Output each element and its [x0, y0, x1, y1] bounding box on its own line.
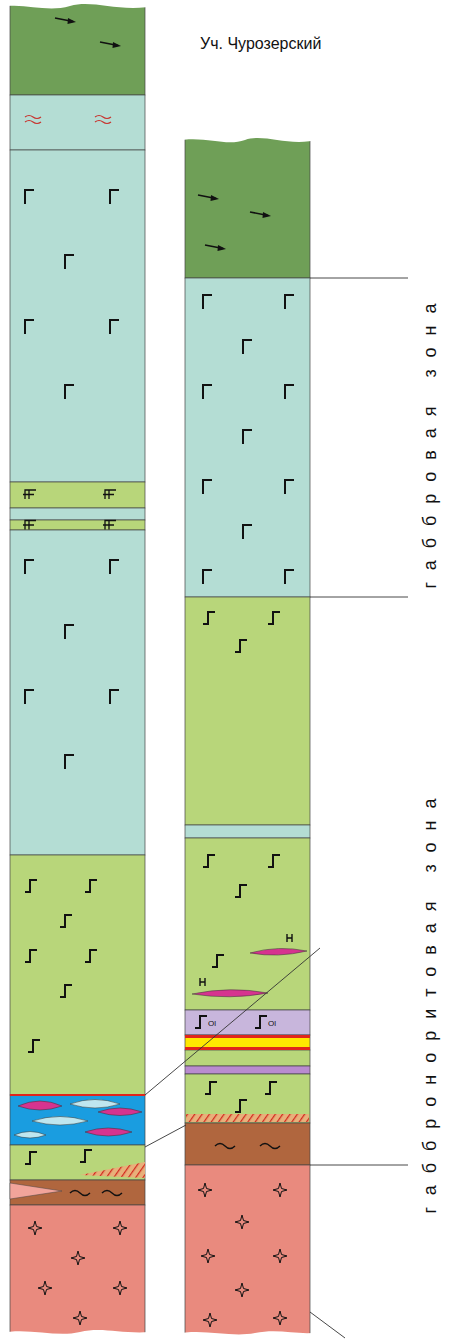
zone-label: габбровая зона [421, 292, 439, 589]
section-name: Уч. Чурозерский [200, 36, 321, 52]
mineral-index: Ol [208, 1020, 216, 1028]
zone-label: габброноритовая зона [421, 786, 439, 1213]
mineral-index: Ol [268, 1020, 276, 1028]
